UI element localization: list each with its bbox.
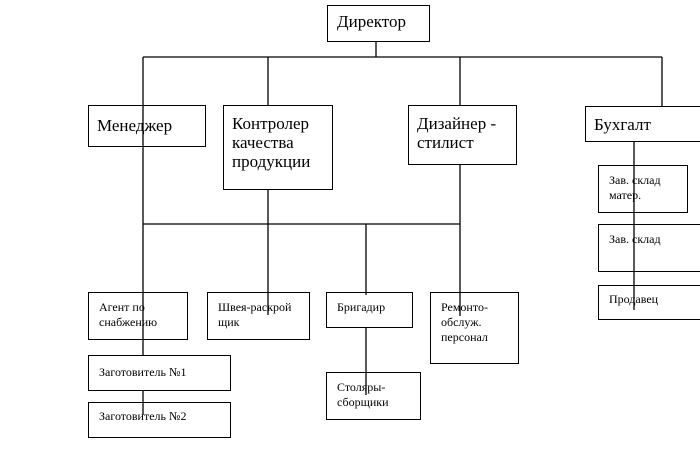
box-materials-warehouse-head: Зав. склад матер.: [598, 165, 688, 213]
box-maintenance-staff: Ремонто-обслуж. персонал: [430, 292, 519, 364]
box-manager: Менеджер: [88, 105, 206, 147]
box-seamstress-cutter: Швея-раскройщик: [207, 292, 310, 340]
box-accountant: Бухгалт: [585, 106, 700, 142]
box-procurer-1: Заготовитель №1: [88, 355, 231, 391]
box-supply-agent: Агент по снабжению: [88, 292, 188, 340]
box-designer: Дизайнер - стилист: [408, 105, 517, 165]
box-director: Директор: [327, 5, 430, 42]
box-seller: Продавец: [598, 285, 700, 320]
box-carpenters: Столяры-сборщики: [326, 372, 421, 420]
box-warehouse-head: Зав. склад: [598, 224, 700, 272]
box-procurer-2: Заготовитель №2: [88, 402, 231, 438]
box-foreman: Бригадир: [326, 292, 413, 328]
box-quality-controller: Контролер качества продукции: [223, 105, 333, 190]
